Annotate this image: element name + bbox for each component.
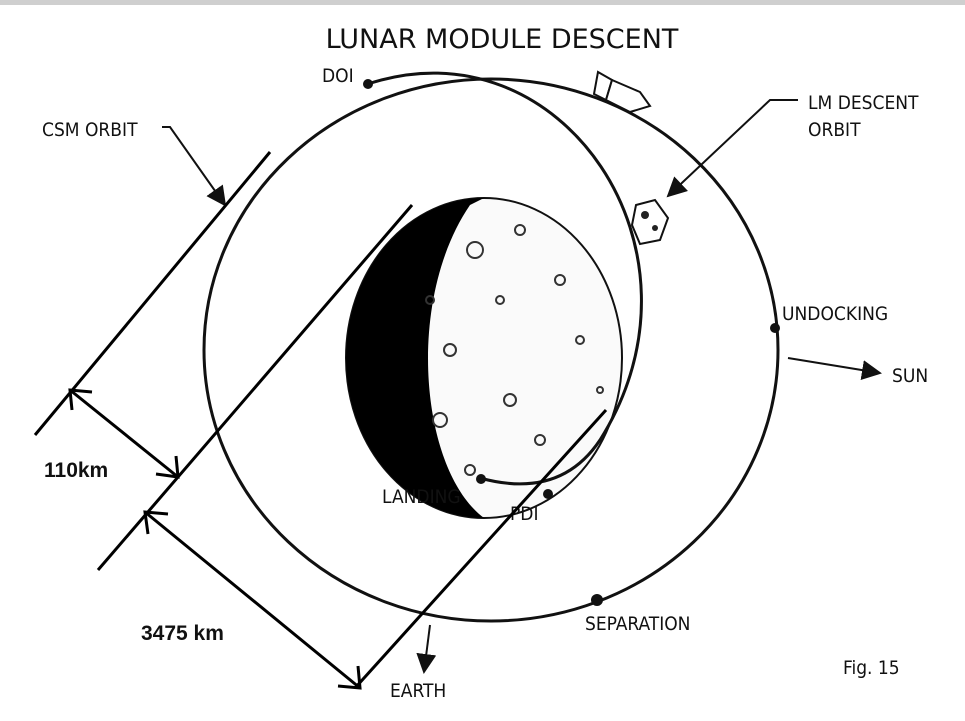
orbit-altitude-label: 110km	[44, 459, 108, 482]
dimension-lines	[33, 151, 608, 690]
lm-icon	[630, 198, 670, 246]
earth-label: EARTH	[390, 680, 446, 702]
orbit-altitude-arrow	[68, 388, 180, 479]
csm-orbit-label: CSM ORBIT	[42, 119, 138, 141]
csm-orbit	[202, 77, 780, 623]
pdi-label: PDI	[510, 503, 539, 525]
landing-point	[476, 474, 486, 484]
undocking-point	[770, 323, 780, 333]
figure-label: Fig. 15	[843, 657, 900, 679]
landing-label: LANDING	[382, 486, 461, 508]
lm-descent-orbit-label-line2: ORBIT	[808, 119, 861, 141]
doi-label: DOI	[322, 65, 354, 87]
moon-diameter-arrow	[143, 510, 362, 690]
doi-point	[363, 79, 373, 89]
lm-descent-orbit-label-line1: LM DESCENT	[808, 92, 919, 114]
top-border	[0, 0, 965, 5]
lm-descent-orbit	[367, 71, 643, 486]
pdi-point	[543, 489, 553, 499]
moon	[345, 197, 623, 519]
undocking-label: UNDOCKING	[782, 303, 888, 325]
csm-lm-spacecraft-icon	[592, 70, 652, 114]
moon-diameter-label: 3475 km	[141, 622, 224, 645]
diagram-title: LUNAR MODULE DESCENT	[326, 24, 679, 55]
separation-point	[591, 594, 603, 606]
sun-label: SUN	[892, 365, 928, 387]
separation-label: SEPARATION	[585, 613, 690, 635]
